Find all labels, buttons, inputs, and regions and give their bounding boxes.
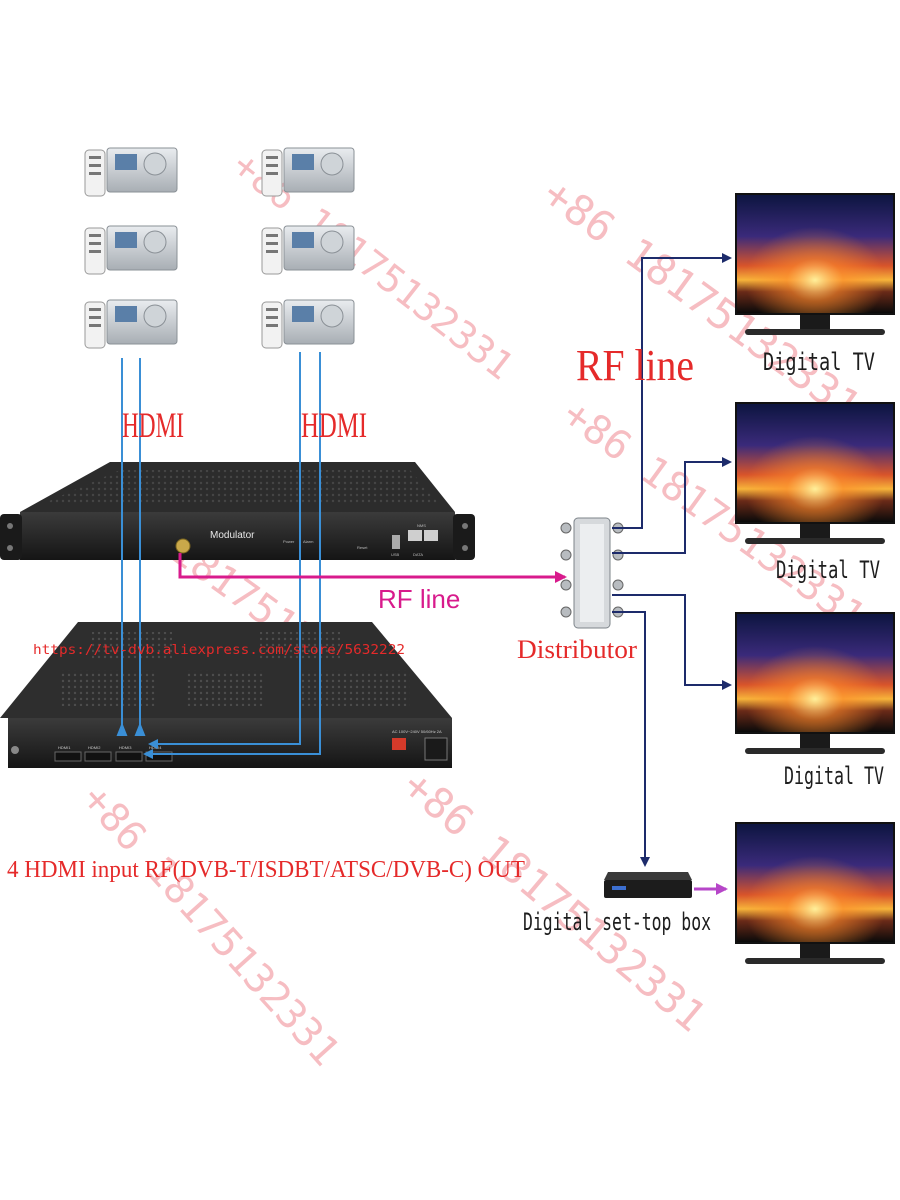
encoder-port-2: HDMI2	[88, 745, 101, 750]
distributor-label: Distributor	[517, 635, 637, 664]
tv-2-label: Digital TV	[776, 556, 880, 584]
modulator-data: DATA	[413, 552, 423, 557]
rf-out-stb	[612, 611, 650, 867]
modulator-name: Modulator	[210, 530, 255, 541]
modulator-reset: Reset	[357, 545, 368, 550]
rf-line-label-middle: RF line	[378, 584, 460, 614]
store-url: https://tv-dvb.aliexpress.com/store/5632…	[33, 643, 405, 658]
rf-out-tv-3	[612, 594, 732, 690]
rf-line-label-top: RF line	[576, 341, 694, 390]
modulator-alarm: Alarm	[303, 539, 314, 544]
modulator-usb: USB	[391, 552, 400, 557]
receiver-1	[84, 147, 178, 197]
tv-2	[735, 402, 895, 544]
modulator-unit: Modulator Power Alarm Reset NMS USB DATA	[0, 462, 475, 560]
stb-label: Digital set-top box	[523, 908, 711, 936]
set-top-box	[604, 872, 692, 898]
encoder-port-3: HDMI3	[119, 745, 132, 750]
tv-4	[735, 822, 895, 964]
encoder-port-4: HDMI4	[149, 745, 162, 750]
hdmi-label-right: HDMI	[301, 405, 367, 445]
rf-output-lines	[612, 253, 732, 867]
encoder-port-1: HDMI1	[58, 745, 71, 750]
encoder-power-rating: AC 100V~240V 50/60Hz 2A	[392, 729, 442, 734]
caption: 4 HDMI input RF(DVB-T/ISDBT/ATSC/DVB-C) …	[7, 857, 525, 883]
watermark-6: +86 18175132331	[394, 760, 716, 1041]
rf-out-tv-1	[612, 253, 732, 529]
hdmi-cable-3	[148, 352, 301, 749]
receiver-6	[261, 299, 355, 349]
tv-1-label: Digital TV	[763, 348, 875, 376]
hdmi-label-left: HDMI	[122, 405, 184, 445]
hdmi-cable-4	[143, 352, 321, 759]
rf-out-tv-2	[612, 457, 732, 554]
modulator-power: Power	[283, 539, 295, 544]
modulator-nms: NMS	[417, 523, 426, 528]
tv-3-label: Digital TV	[784, 762, 884, 790]
tv-3	[735, 612, 895, 754]
receiver-group	[84, 147, 355, 349]
watermark-5: +86 18175132331	[73, 776, 349, 1075]
receiver-2	[261, 147, 355, 197]
rf-line-to-distributor	[178, 553, 567, 583]
receiver-3	[84, 225, 178, 275]
hdmi-cables	[116, 352, 321, 759]
distributor-device	[560, 517, 624, 629]
receiver-4	[261, 225, 355, 275]
tv-1	[735, 193, 895, 335]
receiver-5	[84, 299, 178, 349]
rf-output-connector	[175, 538, 191, 554]
